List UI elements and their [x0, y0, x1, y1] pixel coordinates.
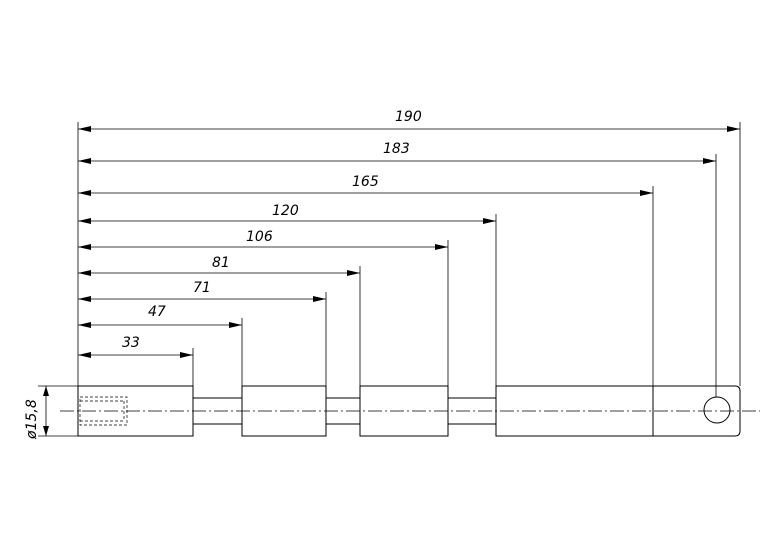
- dimension-190: 190: [78, 109, 741, 386]
- dim-47-label: 47: [148, 304, 166, 320]
- dim-106-label: 106: [246, 229, 273, 245]
- dim-165-label: 165: [352, 174, 379, 190]
- dim-81-label: 81: [212, 255, 230, 271]
- dim-120-label: 120: [272, 203, 299, 219]
- dimension-120: 120: [78, 203, 497, 386]
- diameter-dimension: ø15,8: [24, 385, 78, 440]
- dimension-165: 165: [78, 174, 654, 386]
- dim-190-label: 190: [395, 109, 422, 125]
- dim-183-label: 183: [383, 141, 410, 157]
- diameter-label: ø15,8: [24, 399, 40, 440]
- dim-71-label: 71: [193, 280, 211, 296]
- dimension-71: 71: [78, 280, 327, 386]
- rod-assembly: [77, 385, 741, 437]
- rod-end-eye: [653, 385, 741, 437]
- shaft-segments: [193, 397, 496, 425]
- dimension-81: 81: [78, 255, 361, 386]
- dimension-183: 183: [78, 141, 717, 397]
- eye-hole: [703, 396, 731, 424]
- dimension-33: 33: [78, 335, 194, 386]
- dimension-47: 47: [78, 304, 243, 386]
- dimension-106: 106: [78, 229, 449, 398]
- dim-33-label: 33: [122, 335, 140, 351]
